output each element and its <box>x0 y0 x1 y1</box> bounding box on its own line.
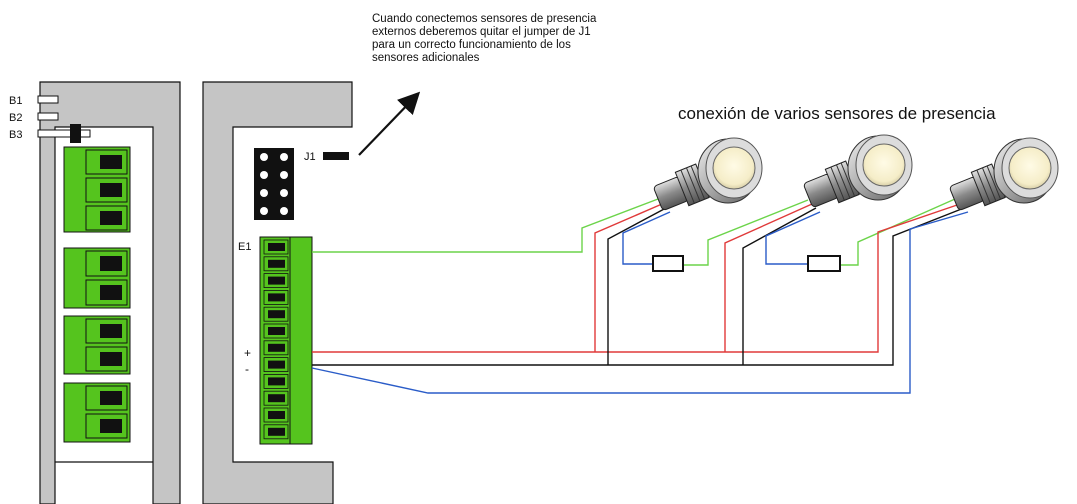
e1-slot-screw <box>268 411 285 419</box>
e1-slots <box>263 239 289 440</box>
minus-label: - <box>245 362 249 376</box>
b-connectors: B1 B2 B3 <box>9 95 91 143</box>
wire-red-1 <box>594 203 663 352</box>
wire-green-3 <box>840 198 956 266</box>
plus-label: + <box>244 346 251 360</box>
e1-slot-screw <box>268 360 285 369</box>
left-board-frame <box>39 81 181 504</box>
presence-sensor-3 <box>949 137 1059 211</box>
wire-red-2 <box>724 203 813 352</box>
wire-blue-2 <box>765 211 821 265</box>
wire-blue-1 <box>622 211 671 265</box>
wires <box>311 198 969 394</box>
jumper-note: Cuando conectemos sensores de presencia … <box>372 13 597 64</box>
right-board <box>202 81 353 504</box>
e1-terminal: E1 + - <box>238 236 313 445</box>
j1-jumper-block: J1 <box>254 148 349 220</box>
wire-black-1 <box>607 207 667 365</box>
e1-label: E1 <box>238 241 251 253</box>
b3-jumper <box>70 124 81 143</box>
e1-slot-screw <box>268 310 285 319</box>
e1-slot-screw <box>268 259 285 268</box>
b3-label: B3 <box>9 129 22 141</box>
wire-green-2 <box>683 199 809 266</box>
b2-connector <box>37 112 59 121</box>
e1-slot-screw <box>268 377 285 386</box>
b1-connector <box>37 95 59 104</box>
resistor-2 <box>807 255 841 272</box>
j1-label: J1 <box>304 151 316 163</box>
note-arrow <box>358 91 421 156</box>
b3-connector <box>37 129 91 138</box>
presence-sensor-2 <box>803 134 913 208</box>
right-board-frame <box>202 81 353 504</box>
e1-slot-screw <box>268 343 285 352</box>
wire-black-2 <box>742 207 817 365</box>
b2-label: B2 <box>9 112 22 124</box>
note-line-1: Cuando conectemos sensores de presencia <box>372 13 597 25</box>
presence-sensor-1 <box>653 137 763 211</box>
e1-slot-screw <box>268 276 285 285</box>
e1-slot-screw <box>268 243 285 251</box>
wire-green-main <box>312 198 659 253</box>
resistor-1 <box>652 255 684 272</box>
terminal-block-2 <box>63 247 131 309</box>
left-terminal-blocks <box>63 146 131 443</box>
terminal-block-4 <box>63 382 131 443</box>
left-board <box>39 81 181 504</box>
e1-slot-screw <box>268 427 285 436</box>
e1-slot-screw <box>268 293 285 302</box>
terminal-block-3 <box>63 315 131 375</box>
terminal-block-1 <box>63 146 131 233</box>
note-line-4: sensores adicionales <box>372 52 480 64</box>
e1-slot-screw <box>268 327 285 335</box>
note-line-2: externos deberemos quitar el jumper de J… <box>372 26 591 38</box>
wire-black-main <box>312 207 965 366</box>
b1-label: B1 <box>9 95 22 107</box>
e1-slot-screw <box>268 394 285 403</box>
diagram-title: conexión de varios sensores de presencia <box>678 104 996 123</box>
note-line-3: para un correcto funcionamiento de los <box>372 39 571 51</box>
j1-jumper <box>323 152 349 160</box>
wire-red-main <box>312 203 961 353</box>
wire-blue-main <box>311 211 969 394</box>
presence-sensors <box>653 134 1059 211</box>
